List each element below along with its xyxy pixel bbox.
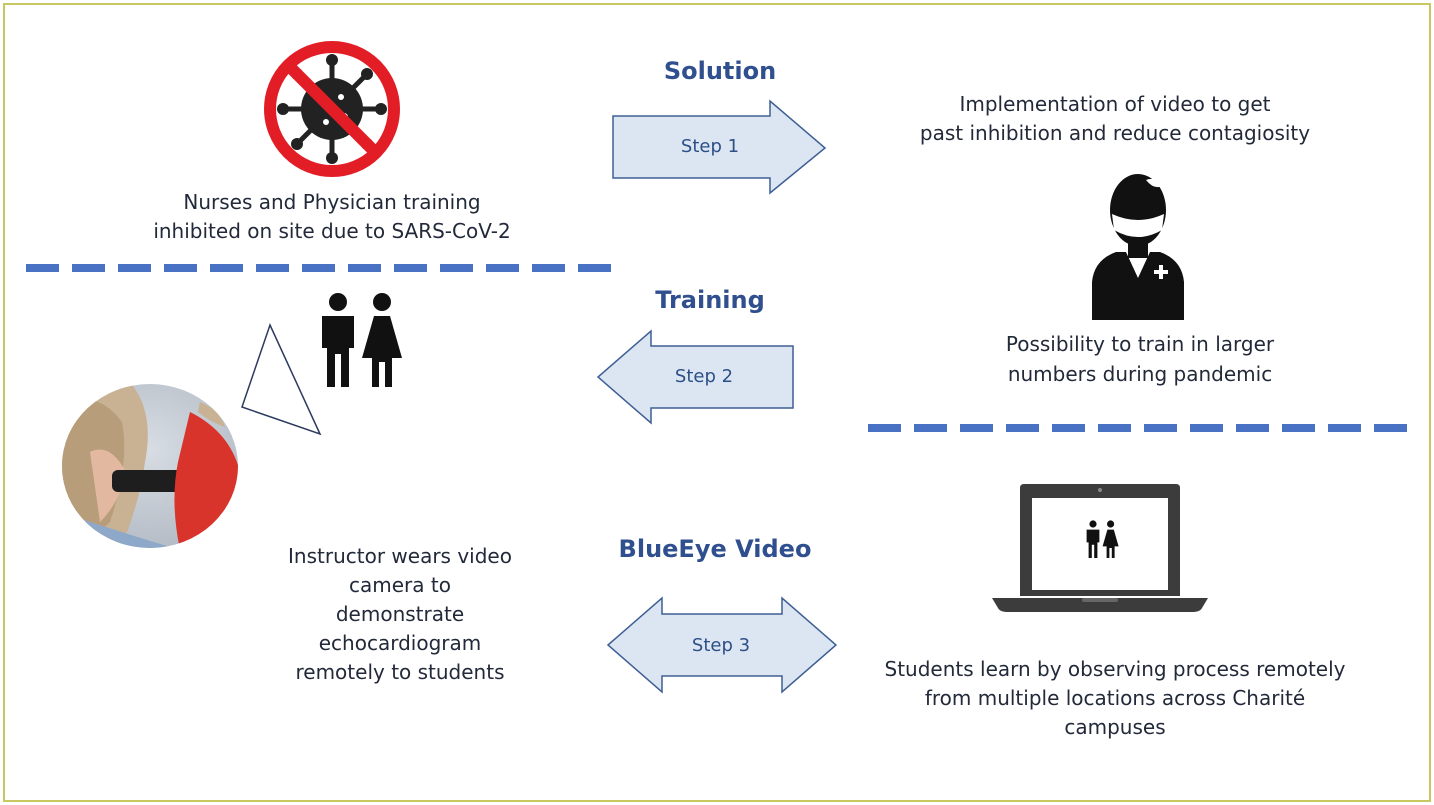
step1-arrow [612, 99, 827, 195]
instructor-photo [62, 384, 238, 548]
step3-label: Step 3 [691, 635, 751, 656]
students-text-line-3: campuses [1064, 715, 1166, 739]
step3-arrow [606, 596, 838, 694]
students-text-line-2: from multiple locations across Charité [924, 686, 1306, 710]
view-triangle [241, 322, 322, 436]
problem-text-line-2: inhibited on site due to SARS-CoV-2 [153, 219, 511, 243]
students-text-line-1: Students learn by observing process remo… [884, 657, 1346, 681]
solution-text-line-2: past inhibition and reduce contagiosity [919, 121, 1311, 145]
step1-heading: Solution [663, 57, 777, 85]
instructor-text-line-4: echocardiogram [318, 631, 482, 655]
solution-text-line-1: Implementation of video to get [959, 92, 1271, 116]
doctor-icon [1092, 174, 1184, 320]
step3-heading: BlueEye Video [618, 535, 812, 563]
step1-label: Step 1 [680, 136, 740, 157]
divider-right [868, 424, 1408, 432]
laptop-icon [992, 484, 1208, 612]
instructor-text-line-2: camera to [349, 573, 451, 597]
instructor-text-line-1: Instructor wears video [288, 544, 512, 568]
divider-top-left [26, 264, 624, 272]
step2-arrow [596, 329, 794, 425]
instructor-text-line-3: demonstrate [335, 602, 465, 626]
problem-text-line-1: Nurses and Physician training [183, 190, 481, 214]
step2-label: Step 2 [674, 366, 734, 387]
possibility-text-line-2: numbers during pandemic [1007, 362, 1273, 386]
possibility-text-line-1: Possibility to train in larger [1005, 332, 1275, 356]
people-icon [322, 293, 402, 387]
step2-heading: Training [655, 286, 765, 314]
instructor-text-line-5: remotely to students [295, 660, 505, 684]
no-virus-icon [264, 41, 400, 177]
